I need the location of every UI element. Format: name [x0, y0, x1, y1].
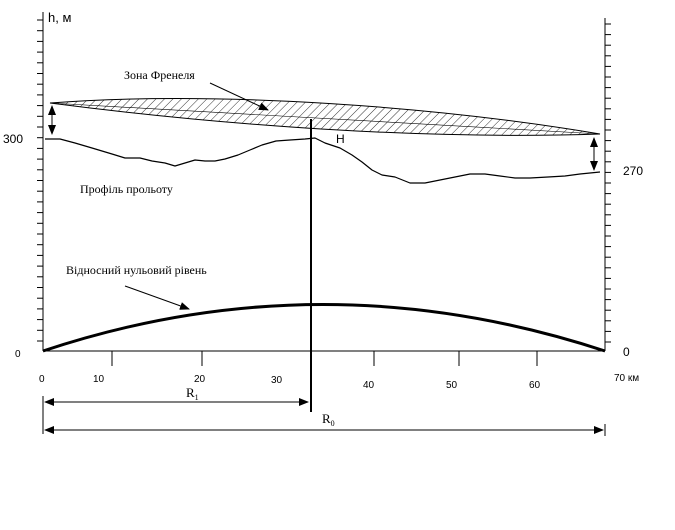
x-tick-label-40: 40 — [363, 380, 375, 391]
right-value-0: 0 — [623, 345, 630, 359]
line-of-sight — [49, 102, 601, 135]
x-tick-label-0: 0 — [39, 374, 45, 385]
x-tick-label-30: 30 — [271, 375, 283, 386]
r0-label-base: R — [322, 411, 331, 426]
fresnel-zone-pointer — [209, 82, 269, 111]
x-end-label: 70 км — [614, 373, 639, 384]
r0-label-sub: 0 — [331, 419, 335, 428]
right-value-270: 270 — [623, 164, 643, 178]
left-value-300: 300 — [3, 132, 23, 146]
left-axis-title: h, м — [48, 10, 71, 25]
x-tick-label-10: 10 — [93, 374, 105, 385]
x-tick-label-60: 60 — [529, 380, 541, 391]
r1-label: R1 — [186, 385, 199, 402]
right-axis-ticks — [605, 23, 611, 343]
zero-level-label: Відносний нульовий рівень — [66, 263, 207, 277]
zero-level-curve — [42, 303, 606, 353]
left-axis-ticks — [37, 19, 43, 342]
r1-label-sub: 1 — [195, 393, 199, 402]
fresnel-zone-shape — [49, 98, 601, 136]
fresnel-zone-label: Зона Френеля — [124, 68, 195, 82]
x-tick-label-50: 50 — [446, 380, 458, 391]
x-tick-label-20: 20 — [194, 374, 206, 385]
zero-level-pointer — [124, 285, 190, 310]
terrain-profile — [45, 137, 601, 184]
clearance-label: H — [336, 132, 345, 146]
profile-label: Профіль прольоту — [80, 182, 173, 196]
r0-label: R0 — [322, 411, 335, 428]
left-value-0: 0 — [15, 349, 21, 360]
bottom-axis-ticks — [111, 351, 538, 366]
r1-label-base: R — [186, 385, 195, 400]
